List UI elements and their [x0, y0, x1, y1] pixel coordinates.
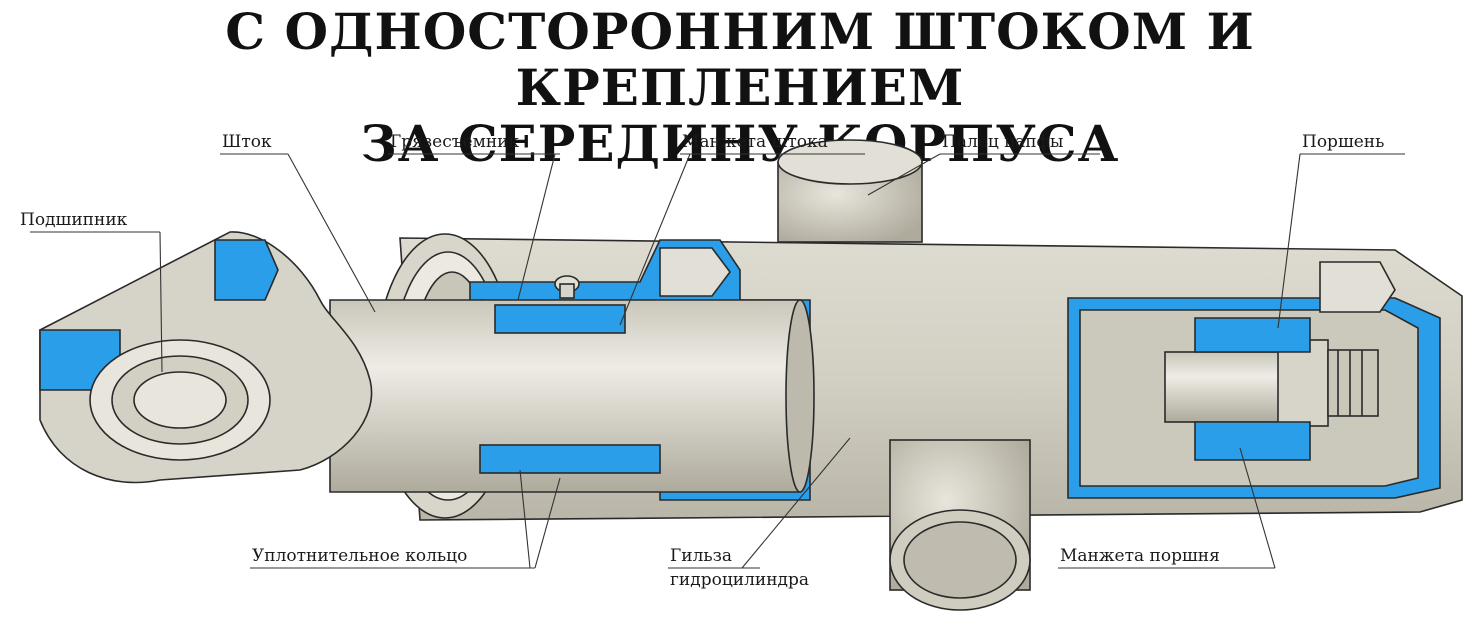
label-manzheta-shtoka: Манжета штока — [682, 132, 828, 152]
piston-rod — [329, 299, 815, 493]
label-gilza-line1: Гильза — [670, 546, 732, 566]
label-porshen: Поршень — [1302, 132, 1384, 152]
label-palets-tsapfy: Палец цапфы — [942, 132, 1063, 152]
label-manzheta-porshnya: Манжета поршня — [1060, 546, 1220, 566]
title-line-1: С ОДНОСТОРОННИМ ШТОКОМ И КРЕПЛЕНИЕМ — [225, 2, 1255, 117]
label-podshipnik: Подшипник — [20, 210, 128, 230]
upper-trunnion-pin — [777, 139, 923, 243]
title-line-2: ЗА СЕРЕДИНУ КОРПУСА — [360, 114, 1120, 173]
label-uplotnitelnoe-koltso: Уплотнительное кольцо — [252, 546, 467, 566]
lower-trunnion-pin — [889, 439, 1031, 611]
diagram-title: С ОДНОСТОРОННИМ ШТОКОМ И КРЕПЛЕНИЕМ ЗА С… — [0, 4, 1480, 172]
label-gryazesemnik: Грязесъемник — [390, 132, 519, 152]
rear-cutaway — [1067, 261, 1441, 499]
label-gilza-line2: гидроцилиндра — [670, 570, 809, 590]
rod-eye — [39, 231, 373, 484]
leader-lines — [30, 153, 1405, 569]
label-shtok: Шток — [222, 132, 272, 152]
